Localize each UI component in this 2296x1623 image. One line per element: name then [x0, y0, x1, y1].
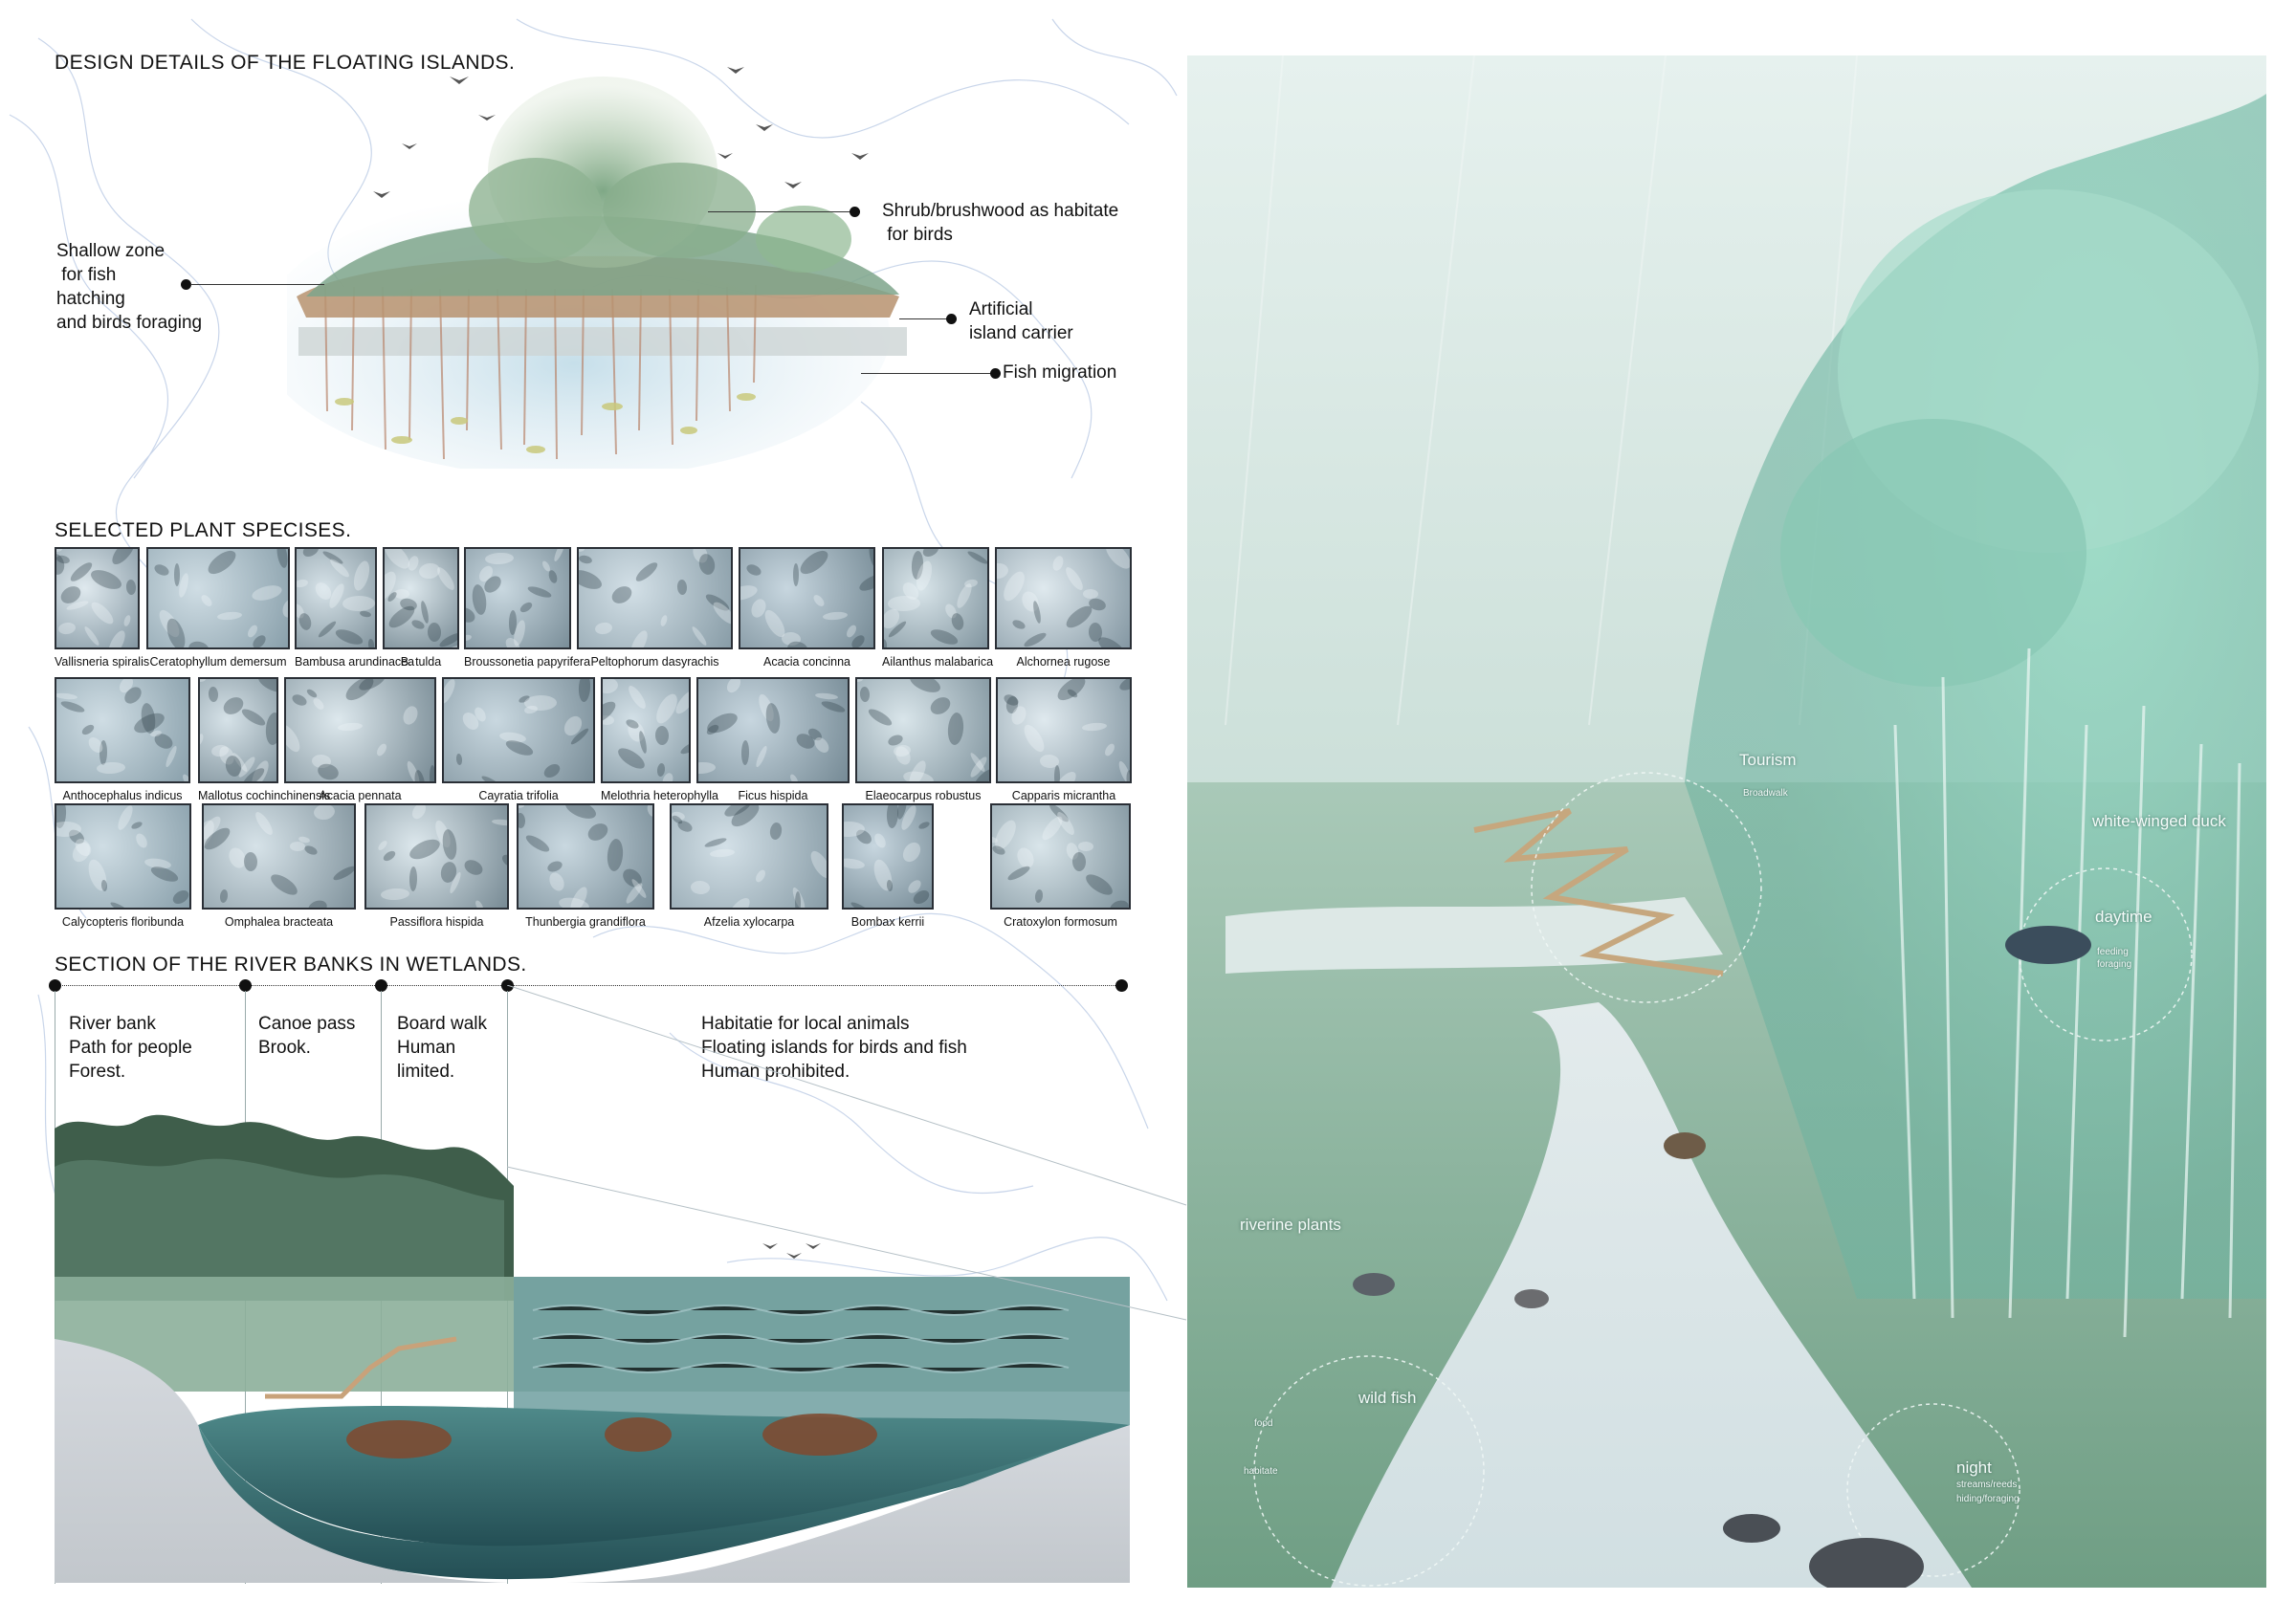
plant-image: [146, 547, 290, 649]
plant-image: [990, 803, 1131, 910]
floating-island-illustration: [287, 67, 907, 469]
plant-image: [284, 677, 436, 783]
zone-habitat: Habitatie for local animals Floating isl…: [701, 1014, 967, 1082]
plant-image: [55, 803, 191, 910]
render-label-riverine-plants: riverine plants: [1240, 1216, 1341, 1234]
plant-caption: Acacia pennata: [319, 789, 402, 802]
render-label-white-winged-duck: white-winged duck: [2092, 812, 2226, 830]
plant-image: [601, 677, 691, 783]
plant-caption: B. tulda: [400, 655, 442, 669]
plant-image: [882, 547, 989, 649]
plant-image: [364, 803, 509, 910]
plant-caption: Acacia concinna: [762, 655, 851, 669]
plant-image: [202, 803, 356, 910]
plant-image: [383, 547, 459, 649]
floating-islands-heading: DESIGN DETAILS OF THE FLOATING ISLANDS.: [55, 52, 516, 74]
shrub-leader: [708, 211, 850, 212]
plant-caption: Anthocephalus indicus: [62, 789, 183, 802]
section-marker-2: [239, 979, 252, 992]
render-label-daytime-sub-1: feeding: [2097, 947, 2129, 957]
render-label-night-sub-1: streams/reeds: [1956, 1480, 2018, 1490]
render-label-daytime-sub-2: foraging: [2097, 959, 2132, 970]
plant-caption: Calycopteris floribunda: [61, 915, 185, 929]
wetland-render: [1187, 55, 2266, 1588]
carrier-marker: [946, 314, 957, 324]
plant-caption: Melothria heterophylla: [601, 789, 718, 802]
plant-caption: Alchornea rugose: [1016, 655, 1111, 669]
plant-caption: Cratoxylon formosum: [1004, 915, 1117, 929]
plant-image: [55, 677, 190, 783]
plant-image: [517, 803, 654, 910]
plant-caption: Mallotus cochinchinensis: [198, 789, 331, 802]
plant-image: [696, 677, 850, 783]
shallow-zone-marker: [181, 279, 191, 290]
plant-species-heading: SELECTED PLANT SPECISES.: [55, 519, 352, 541]
carrier-leader: [899, 318, 946, 319]
plant-image: [442, 677, 595, 783]
plant-caption: Passiflora hispida: [389, 915, 484, 929]
section-marker-5: [1115, 979, 1128, 992]
render-label-food: food: [1254, 1418, 1273, 1429]
render-label-tourism: Tourism: [1739, 751, 1797, 769]
plant-image: [995, 547, 1132, 649]
plant-caption: Capparis micrantha: [1011, 789, 1116, 802]
plant-caption: Broussonetia papyrifera: [464, 655, 591, 669]
plant-caption: Cayratia trifolia: [478, 789, 559, 802]
plant-image: [55, 547, 140, 649]
section-marker-3: [375, 979, 387, 992]
render-label-wild-fish: wild fish: [1358, 1389, 1417, 1407]
render-label-broadwalk: Broadwalk: [1743, 788, 1788, 799]
render-label-night-sub-2: hiding/foraging: [1956, 1494, 2020, 1504]
plant-image: [996, 677, 1132, 783]
plant-image: [577, 547, 733, 649]
plant-caption: Omphalea bracteata: [224, 915, 334, 929]
shrub-marker: [850, 207, 860, 217]
fish-migration-leader: [861, 373, 990, 374]
render-label-night: night: [1956, 1459, 1992, 1477]
plant-caption: Ailanthus malabarica: [882, 655, 994, 669]
plant-image: [198, 677, 278, 783]
section-timeline: [55, 985, 1121, 987]
render-label-daytime: daytime: [2095, 908, 2152, 926]
river-section-illustration: [55, 1114, 1130, 1583]
plant-caption: Thunbergia grandiflora: [525, 915, 646, 929]
fish-migration-marker: [990, 368, 1001, 379]
fish-migration-label: Fish migration: [1003, 362, 1117, 383]
plant-caption: Bombax kerrii: [850, 915, 925, 929]
plant-caption: Bambusa arundinacea: [295, 655, 415, 669]
plant-caption: Vallisneria spiralis: [55, 655, 150, 669]
plant-caption: Elaeocarpus robustus: [865, 789, 982, 802]
plant-caption: Peltophorum dasyrachis: [590, 655, 719, 669]
plant-image: [842, 803, 934, 910]
plant-image: [739, 547, 875, 649]
shallow-zone-leader: [190, 284, 324, 285]
plant-caption: Afzelia xylocarpa: [703, 915, 795, 929]
render-label-habitate: habitate: [1244, 1466, 1278, 1477]
plant-caption: Ficus hispida: [738, 789, 808, 802]
section-perspective-lines: [507, 985, 1187, 1321]
shrub-label: Shrub/brushwood as habitate for birds: [882, 201, 1119, 245]
section-marker-1: [49, 979, 61, 992]
plant-image: [464, 547, 571, 649]
carrier-label: Artificial island carrier: [969, 299, 1073, 343]
plant-image: [670, 803, 828, 910]
plant-caption: Ceratophyllum demersum: [149, 655, 287, 669]
plant-image: [855, 677, 991, 783]
zone-canoe-pass: Canoe pass Brook.: [258, 1014, 356, 1058]
shallow-zone-label: Shallow zone for fish hatching and birds…: [56, 241, 203, 333]
zone-river-bank: River bank Path for people Forest.: [69, 1014, 192, 1082]
river-section-heading: SECTION OF THE RIVER BANKS IN WETLANDS.: [55, 954, 527, 976]
zone-board-walk: Board walk Human limited.: [397, 1014, 487, 1082]
plant-image: [295, 547, 377, 649]
